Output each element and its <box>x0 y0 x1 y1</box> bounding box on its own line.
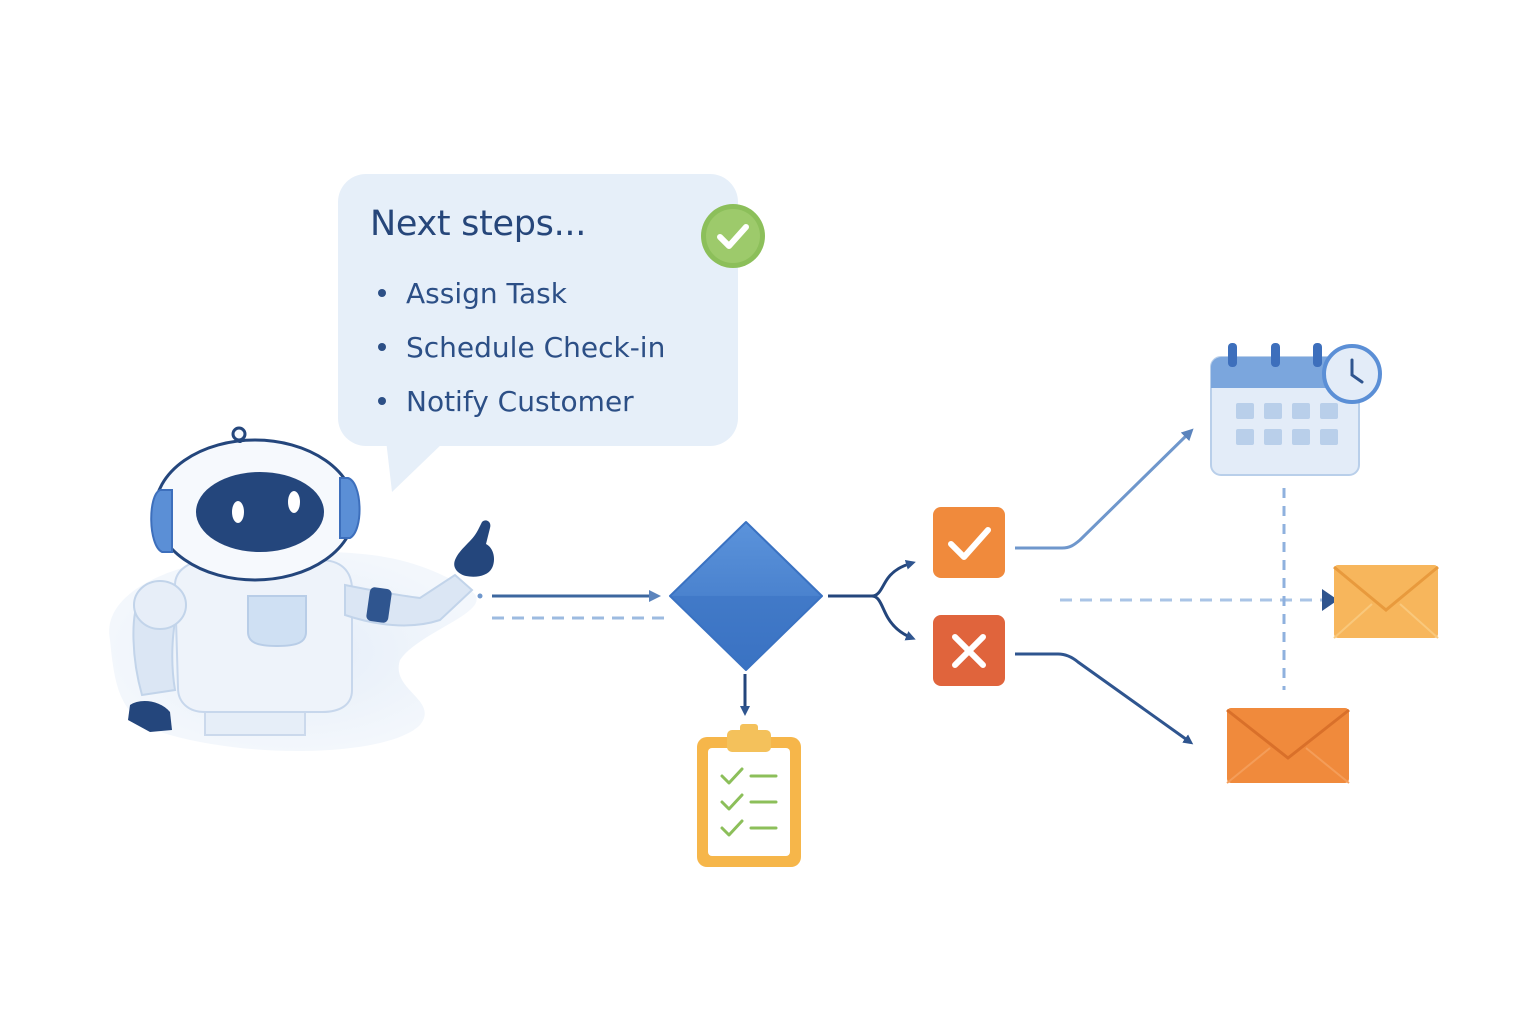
approve-check-icon <box>933 507 1005 578</box>
list-item: Notify Customer <box>378 374 665 428</box>
envelope-icon <box>1333 565 1439 639</box>
list-item: Schedule Check-in <box>378 320 665 374</box>
calendar-clock-icon <box>1210 343 1382 476</box>
decision-diamond-icon <box>669 521 823 671</box>
list-item-label: Assign Task <box>406 276 567 310</box>
speech-bubble-tail <box>386 440 446 492</box>
next-steps-list: Assign Task Schedule Check-in Notify Cus… <box>378 266 665 428</box>
checklist-clipboard-icon <box>697 724 801 867</box>
list-item-label: Notify Customer <box>406 384 634 418</box>
arrowhead-to-envelope <box>1322 589 1338 611</box>
connector-reject-to-envelope <box>1015 652 1194 745</box>
list-item-label: Schedule Check-in <box>406 330 666 364</box>
envelope-icon-notify <box>1226 708 1350 784</box>
bubble-title: Next steps... <box>370 204 587 244</box>
check-badge-icon <box>701 204 765 268</box>
list-item: Assign Task <box>378 266 665 320</box>
reject-x-icon <box>933 615 1005 686</box>
connector-robot-to-decision <box>477 590 665 620</box>
speech-bubble: Next steps... Assign Task Schedule Check… <box>338 174 738 446</box>
connector-approve-to-calendar <box>1015 428 1194 550</box>
bullet-icon <box>378 397 386 405</box>
robot-icon <box>128 426 494 736</box>
bullet-icon <box>378 289 386 297</box>
connector-decision-branches <box>828 559 916 641</box>
bullet-icon <box>378 343 386 351</box>
